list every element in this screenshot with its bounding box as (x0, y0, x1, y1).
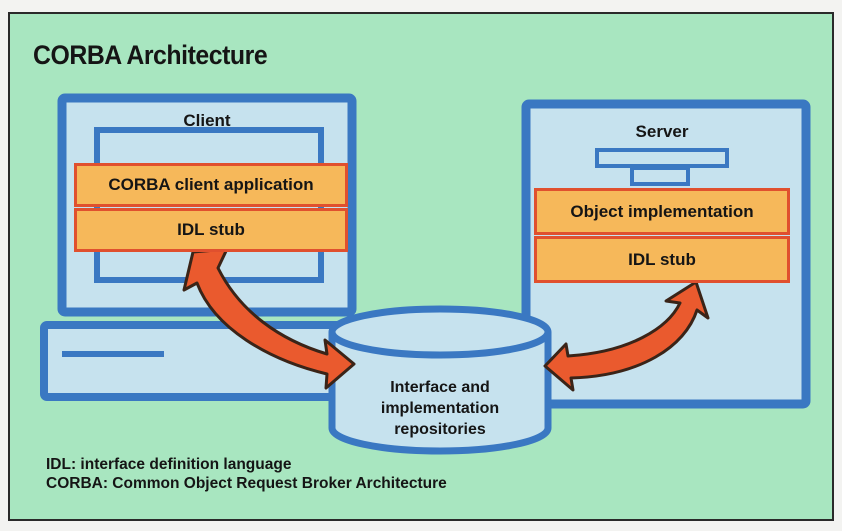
repository-label-line-1: Interface and (390, 379, 490, 396)
server-label: Server (635, 122, 689, 141)
client-label: Client (183, 111, 231, 130)
server-layer-idl-stub: IDL stub (534, 236, 790, 283)
server-layer-object-implementation: Object implementation (534, 188, 790, 235)
client-repository-arrow (182, 247, 356, 390)
client-layer-idl-stub: IDL stub (74, 208, 348, 252)
repository-label-line-2: implementation (380, 400, 500, 417)
server-monitor-stand (630, 166, 690, 186)
client-drive-slot (62, 351, 164, 357)
repository-label-line-3: repositories (394, 421, 486, 438)
client-layer-application: CORBA client application (74, 163, 348, 207)
repository-cylinder-top (328, 305, 552, 359)
server-repository-arrow (543, 280, 710, 392)
repository-cylinder (328, 332, 552, 455)
legend: IDL: interface definition language CORBA… (46, 455, 447, 493)
legend-idl: IDL: interface definition language (46, 456, 292, 473)
diagram-title: CORBA Architecture (33, 40, 268, 70)
legend-corba: CORBA: Common Object Request Broker Arch… (46, 475, 447, 492)
server-monitor-icon (595, 148, 729, 168)
